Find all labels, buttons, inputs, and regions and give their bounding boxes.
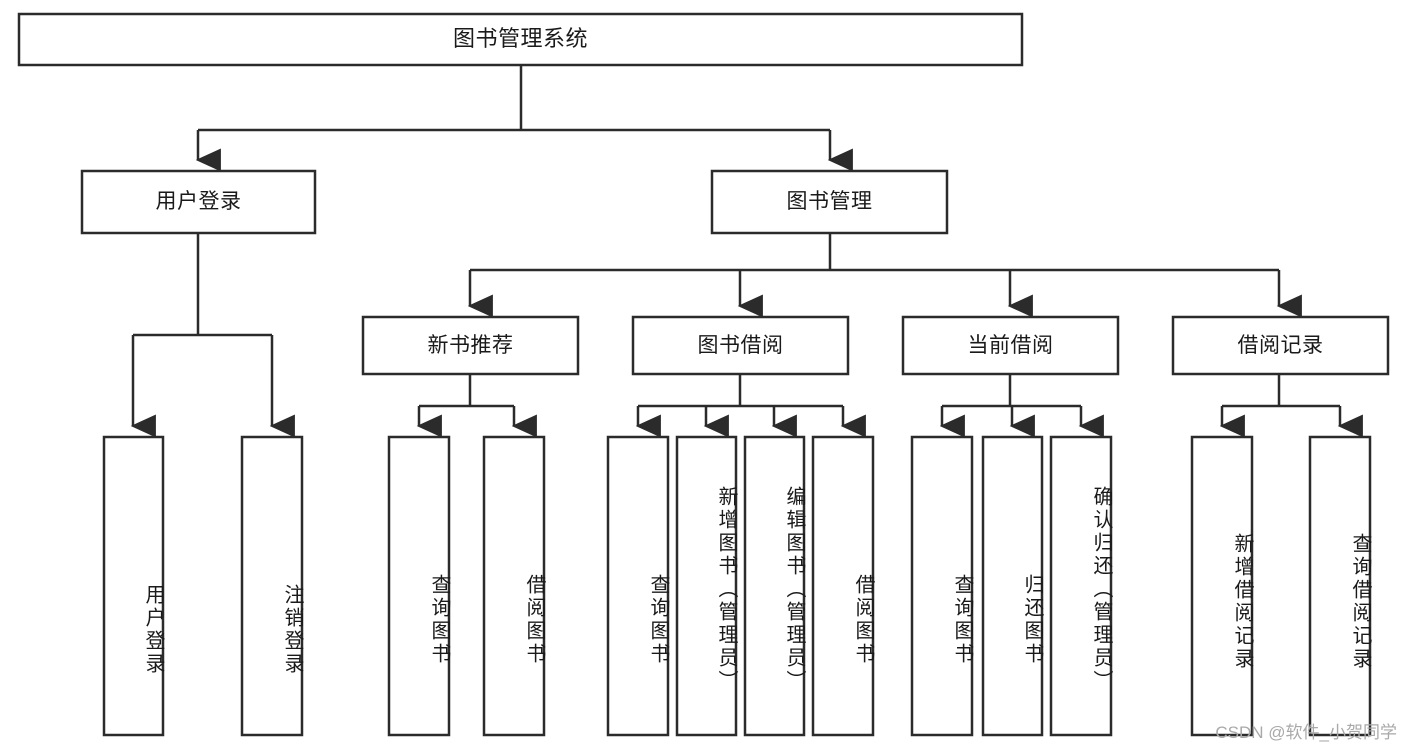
node-box-leaf-return-book[interactable] — [981, 435, 1044, 737]
node-box-book-borrow[interactable] — [631, 315, 850, 376]
node-box-user-login[interactable] — [80, 169, 317, 235]
node-box-leaf-borrow-book-1[interactable] — [482, 435, 546, 737]
node-box-root[interactable] — [17, 12, 1024, 67]
node-box-leaf-query-book-2[interactable] — [606, 435, 670, 737]
node-box-leaf-add-book[interactable] — [675, 435, 738, 737]
node-box-leaf-query-record[interactable] — [1308, 435, 1372, 737]
node-box-new-book-recommend[interactable] — [361, 315, 580, 376]
node-box-current-borrow[interactable] — [901, 315, 1120, 376]
node-box-leaf-borrow-book-2[interactable] — [811, 435, 875, 737]
node-box-leaf-query-book-1[interactable] — [387, 435, 451, 737]
node-box-leaf-add-record[interactable] — [1190, 435, 1254, 737]
node-box-leaf-query-book-3[interactable] — [910, 435, 974, 737]
node-box-leaf-user-login[interactable] — [102, 435, 165, 737]
node-box-borrow-record[interactable] — [1171, 315, 1390, 376]
node-box-leaf-edit-book[interactable] — [743, 435, 806, 737]
node-box-leaf-confirm-return[interactable] — [1049, 435, 1113, 737]
node-box-leaf-logout-login[interactable] — [240, 435, 304, 737]
watermark-text: CSDN @软件_小贺同学 — [1215, 723, 1397, 742]
node-box-book-manage[interactable] — [710, 169, 949, 235]
